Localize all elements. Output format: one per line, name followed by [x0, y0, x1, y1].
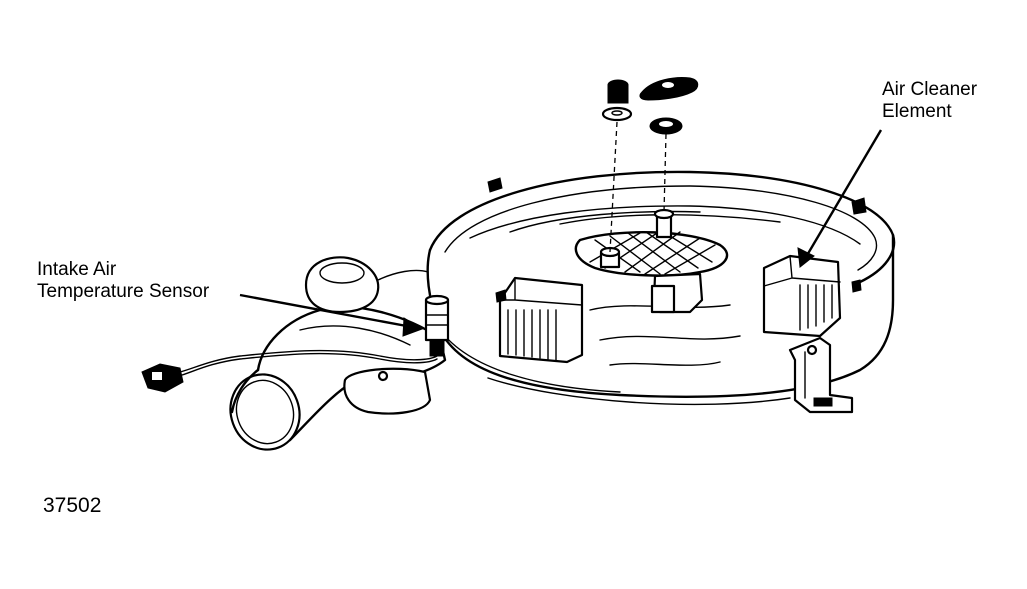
intake-air-temperature-sensor — [424, 294, 450, 357]
wiring-harness — [179, 349, 438, 376]
install-line — [609, 121, 618, 253]
center-fitting — [650, 272, 704, 314]
label-line: Temperature Sensor — [37, 281, 210, 302]
intake-air-temperature-sensor-label: Intake Air Temperature Sensor — [37, 259, 209, 303]
install-line — [663, 133, 667, 213]
figure-number: 37502 — [43, 494, 102, 517]
mounting-bracket — [788, 336, 854, 414]
intake-duct — [229, 306, 447, 451]
lid-clip — [487, 177, 867, 303]
leader-arrow-sensor — [239, 293, 424, 337]
washer — [601, 106, 633, 122]
air-cleaner-element-label: Air Cleaner Element — [882, 79, 977, 123]
wing-nut — [639, 77, 699, 101]
label-line: Element — [882, 101, 952, 122]
vacuum-motor-dome — [304, 256, 429, 314]
electrical-connector — [141, 363, 184, 393]
nut — [607, 79, 629, 104]
grommet — [649, 117, 683, 135]
center-stud — [599, 208, 675, 269]
label-line: Intake Air — [37, 259, 117, 280]
label-line: Air Cleaner — [882, 79, 978, 100]
filter-element-right — [762, 254, 842, 338]
leader-arrow-element — [797, 129, 883, 268]
filter-element-left — [498, 276, 584, 364]
mesh-screen — [574, 230, 729, 277]
